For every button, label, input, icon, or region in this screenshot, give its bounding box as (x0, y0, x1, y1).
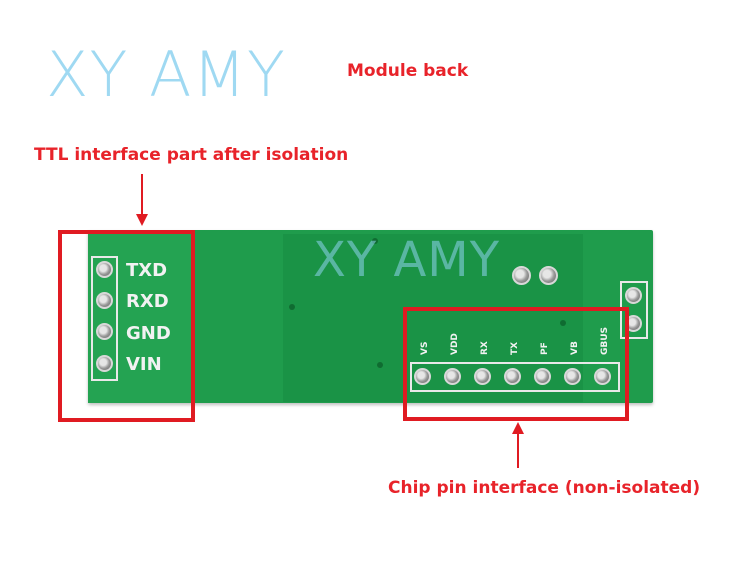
chip-pin (444, 368, 461, 385)
ttl-pin (96, 292, 113, 309)
chip-highlight-box (403, 307, 629, 421)
chip-pin (504, 368, 521, 385)
via (289, 304, 295, 310)
test-pad (539, 266, 558, 285)
via (372, 238, 378, 244)
chip-arrow (512, 422, 524, 468)
ttl-pin-label-vin: VIN (126, 354, 162, 375)
edge-pin (625, 287, 642, 304)
ttl-pin-label-txd: TXD (126, 260, 168, 281)
pcb-isolated-area (283, 234, 583, 402)
ttl-pin (96, 261, 113, 278)
ttl-highlight-box (58, 230, 195, 422)
module-back-label: Module back (347, 61, 469, 81)
chip-pin (594, 368, 611, 385)
test-pad (512, 266, 531, 285)
via (560, 320, 566, 326)
pcb-ttl-section (88, 230, 191, 403)
chip-pin (474, 368, 491, 385)
chip-pin-frame (410, 362, 620, 392)
ttl-pin-label-gnd: GND (126, 323, 171, 344)
chip-pin (534, 368, 551, 385)
chip-interface-label: Chip pin interface (non-isolated) (388, 478, 701, 498)
watermark-top: XY AMY (46, 38, 286, 111)
chip-pin (564, 368, 581, 385)
ttl-pin-frame (91, 256, 118, 381)
watermark-board: XY AMY (313, 232, 501, 288)
ttl-interface-label: TTL interface part after isolation (34, 145, 349, 165)
ttl-pin (96, 355, 113, 372)
via (377, 362, 383, 368)
chip-pin (414, 368, 431, 385)
ttl-pin (96, 323, 113, 340)
ttl-arrow (136, 174, 148, 226)
ttl-pin-label-rxd: RXD (126, 291, 169, 312)
